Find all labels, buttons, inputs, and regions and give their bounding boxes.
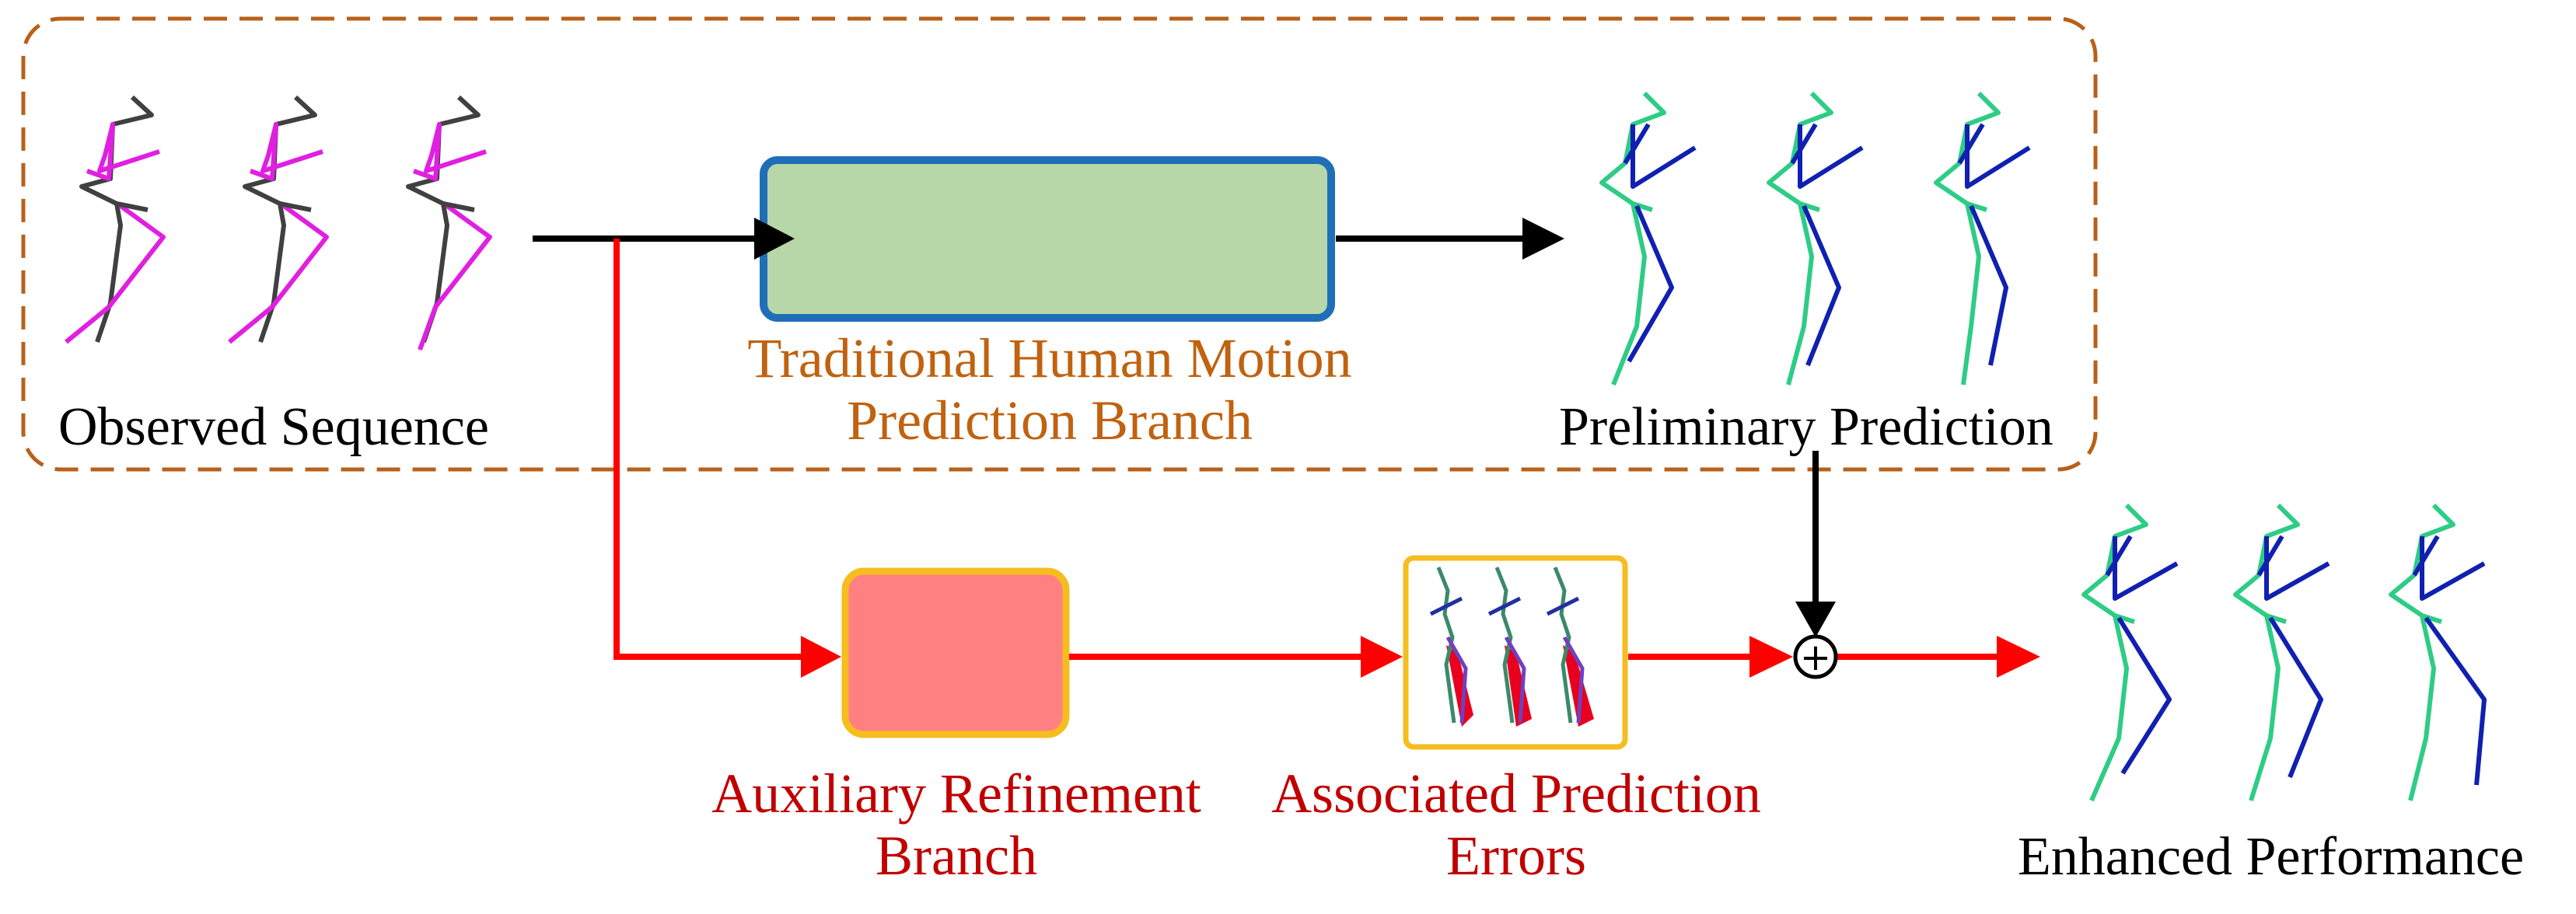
associated-errors-label-line1: Associated Prediction	[1271, 762, 1761, 825]
arrowhead-sum-right	[1749, 636, 1793, 678]
error-skeletons	[1429, 567, 1594, 727]
enhanced-skeletons	[2081, 503, 2487, 802]
traditional-branch-box	[760, 156, 1335, 322]
error-skeleton-3	[1546, 567, 1594, 727]
arrowhead-auxiliary	[801, 636, 841, 678]
preliminary-prediction-label: Preliminary Prediction	[1559, 397, 2053, 457]
observed-sequence-label: Observed Sequence	[58, 397, 489, 457]
associated-errors-label-line2: Errors	[1446, 825, 1586, 887]
traditional-branch-label: Traditional Human Motion Prediction Bran…	[739, 330, 1361, 448]
traditional-branch-label-line1: Traditional Human Motion	[747, 327, 1352, 389]
observed-skeleton-1	[65, 95, 166, 344]
traditional-branch-label-line2: Prediction Branch	[847, 389, 1253, 452]
sum-symbol: +	[1800, 636, 1831, 679]
traditional-pipeline-dashed-box	[21, 16, 2098, 472]
arrowhead-sum-down	[1795, 602, 1836, 637]
associated-errors-label: Associated Prediction Errors	[1244, 766, 1788, 884]
enhanced-performance-label: Enhanced Performance	[2018, 827, 2525, 887]
observed-skeletons	[65, 95, 492, 351]
enhanced-skeleton-1	[2081, 503, 2179, 802]
arrowhead-errors	[1361, 636, 1403, 678]
auxiliary-branch-label-line1: Auxiliary Refinement	[711, 762, 1201, 825]
red-flow-branch	[613, 239, 801, 660]
observed-skeleton-2	[228, 95, 329, 344]
auxiliary-branch-label: Auxiliary Refinement Branch	[669, 766, 1244, 884]
arrowhead-preliminary	[1522, 218, 1564, 260]
sum-node	[1793, 634, 1838, 679]
enhanced-skeleton-2	[2233, 503, 2330, 801]
arrowhead-enhanced	[1997, 636, 2040, 678]
preliminary-skeleton-2	[1767, 91, 1864, 385]
enhanced-skeleton-3	[2389, 503, 2487, 801]
error-skeleton-1	[1429, 567, 1473, 727]
preliminary-skeleton-3	[1934, 91, 2031, 385]
auxiliary-branch-label-line2: Branch	[876, 825, 1037, 887]
preliminary-skeleton-1	[1599, 91, 1697, 386]
preliminary-skeletons	[1599, 91, 2031, 386]
observed-skeleton-3	[406, 95, 492, 351]
auxiliary-branch-box	[841, 567, 1070, 738]
error-skeleton-2	[1487, 567, 1532, 727]
arrowhead-traditional	[754, 218, 795, 260]
